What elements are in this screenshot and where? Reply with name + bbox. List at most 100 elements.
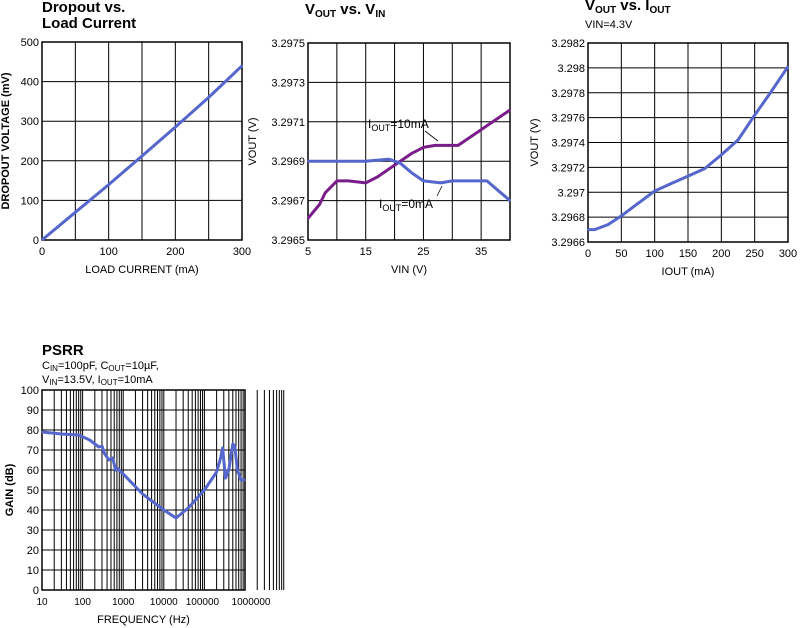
y-tick-label: 0 [33, 585, 39, 597]
t: OUT [315, 9, 337, 20]
data-point [141, 155, 143, 157]
data-point [411, 172, 413, 174]
y-axis-label: DROPOUT VOLTAGE (mV) [0, 72, 12, 209]
data-point [324, 191, 327, 194]
y-tick-label: 20 [27, 545, 39, 557]
data-point [480, 128, 482, 131]
data-point [637, 202, 639, 205]
x-tick-label: 200 [712, 248, 730, 260]
x-tick-label: 15 [360, 246, 372, 258]
data-point [411, 152, 413, 155]
t: IN [49, 364, 58, 373]
x-tick-label: 200 [166, 246, 184, 258]
data-point [687, 175, 689, 177]
chart3-title: VOUT vs. IOUT [585, 0, 671, 16]
y-tick-label: 3.2966 [551, 237, 585, 249]
y-tick-label: 400 [21, 77, 39, 89]
data-point [219, 457, 222, 459]
t: =100pF, C [57, 360, 109, 372]
data-point [107, 183, 110, 186]
data-point [787, 65, 789, 68]
data-point [399, 162, 402, 164]
chart1-title-line1: Dropout vs. [42, 0, 126, 16]
annotation-label: IOUT=10mA [368, 117, 429, 133]
data-point [422, 146, 425, 149]
y-tick-label: 40 [27, 505, 39, 517]
chart1-title: Dropout vs. Load Current [42, 0, 136, 32]
data-point [587, 228, 589, 231]
data-point [77, 434, 80, 436]
data-point [737, 139, 739, 141]
x-tick-label: 100 [74, 597, 91, 608]
x-tick-label: 0 [39, 246, 45, 258]
data-point [41, 431, 43, 433]
x-tick-label: 1000 [112, 597, 135, 608]
y-tick-label: 3.2978 [551, 88, 585, 100]
t: OUT [108, 364, 126, 373]
y-axis-label: GAIN (dB) [4, 463, 16, 516]
y-tick-label: 0 [33, 235, 39, 247]
data-point [101, 445, 103, 447]
data-point [457, 144, 459, 147]
data-point [451, 180, 454, 182]
y-axis-label: VOUT (V) [247, 117, 259, 165]
t: IN [375, 9, 386, 20]
y-tick-label: 90 [27, 405, 39, 417]
y-tick-label: 70 [27, 445, 39, 457]
data-point [753, 114, 756, 116]
chart2-title: VOUT vs. VIN [305, 1, 386, 21]
annotation-leader [424, 130, 439, 142]
data-point [388, 158, 390, 161]
data-point [393, 164, 396, 166]
y-tick-label: 3.2965 [271, 235, 305, 247]
t: V [585, 0, 596, 14]
y-tick-label: 200 [21, 156, 39, 168]
data-point [108, 459, 110, 461]
x-tick-label: 50 [615, 248, 627, 260]
data-point [336, 180, 338, 182]
data-point [60, 433, 63, 435]
y-tick-label: 10 [27, 565, 39, 577]
y-tick-label: 30 [27, 525, 39, 537]
y-tick-label: 300 [21, 116, 39, 128]
series-line-psrr [41, 430, 245, 520]
y-tick-label: 80 [27, 425, 39, 437]
data-point [509, 199, 511, 202]
data-point [497, 189, 500, 192]
x-tick-label: 10 [36, 597, 48, 608]
data-point [233, 445, 236, 447]
x-axis-label: FREQUENCY (Hz) [97, 614, 190, 626]
data-point [207, 96, 210, 99]
y-tick-label: 3.298 [557, 63, 585, 75]
data-point [336, 160, 338, 162]
data-point [224, 477, 227, 479]
data-point [74, 211, 77, 214]
data-point [240, 479, 242, 481]
y-tick-label: 500 [21, 37, 39, 49]
data-point [770, 90, 773, 93]
plot-frame [41, 41, 243, 241]
series-line-iout-0ma [308, 157, 511, 202]
data-point [422, 180, 425, 182]
data-point [236, 469, 239, 471]
y-tick-label: 3.2975 [271, 38, 305, 50]
data-point [439, 182, 442, 184]
chart4-title: PSRR [42, 342, 84, 359]
chart1-title-line2: Load Current [42, 15, 137, 32]
x-tick-label: 100000 [186, 597, 220, 608]
data-point [215, 471, 218, 473]
t: vs. V [336, 1, 376, 18]
y-tick-label: 3.2973 [271, 77, 305, 89]
data-point [703, 167, 706, 170]
y-tick-label: 3.2968 [551, 212, 585, 224]
t: V [42, 374, 50, 386]
data-point [103, 453, 106, 455]
y-axis-label: VOUT (V) [529, 118, 541, 166]
data-point [175, 517, 177, 519]
y-tick-label: 100 [21, 385, 39, 397]
data-point [318, 203, 321, 206]
data-point [231, 443, 234, 445]
data-point [593, 228, 596, 231]
annotation-label: IOUT=0mA [379, 197, 433, 213]
